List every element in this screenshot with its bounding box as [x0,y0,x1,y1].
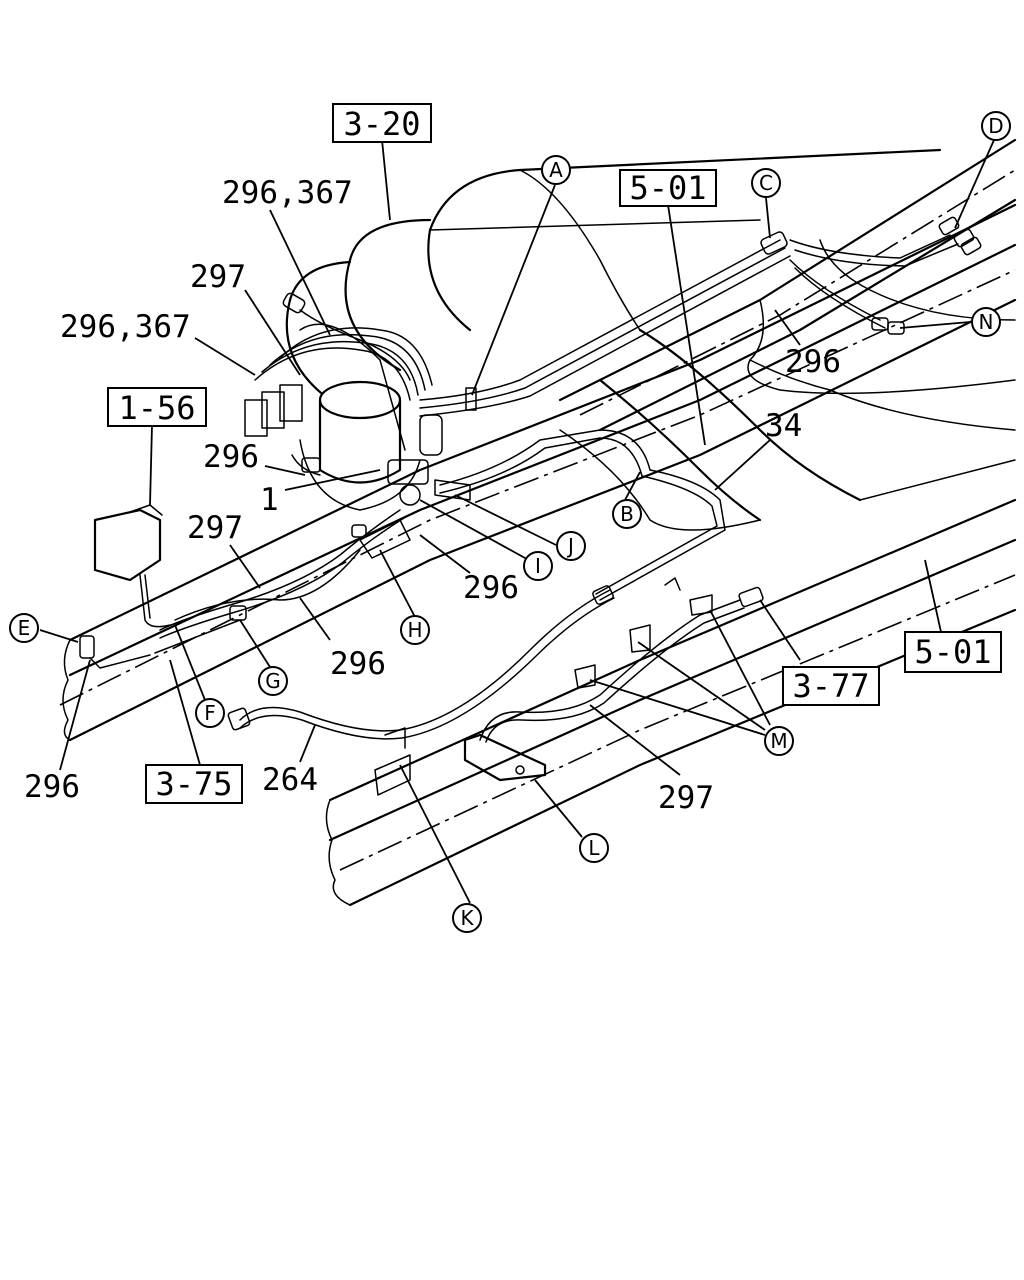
leader-lines [39,139,995,904]
part-label-297-left: 297 [187,510,243,546]
part-label-296-bottom-left: 296 [24,769,80,805]
part-label-296-367-top: 296,367 [222,175,353,211]
svg-text:M: M [770,729,787,753]
ref-box-5-01-top: 5-01 [619,169,717,207]
air-dryer-assembly [244,292,443,511]
svg-text:D: D [988,114,1003,138]
svg-text:F: F [204,701,216,725]
callout-g: G [258,666,288,696]
part-label-296-center: 296 [463,570,519,606]
ref-box-3-20: 3-20 [332,103,432,143]
part-label-264: 264 [262,762,318,798]
air-tanks [285,148,942,402]
svg-text:L: L [588,836,600,860]
callout-i: I [523,551,553,581]
callout-l: L [579,833,609,863]
svg-text:I: I [535,554,541,578]
svg-text:C: C [759,171,773,195]
svg-text:N: N [979,310,994,334]
svg-text:A: A [549,158,563,182]
svg-text:3-77: 3-77 [792,667,869,705]
part-label-296-lower: 296 [330,646,386,682]
ref-box-3-75: 3-75 [145,764,243,804]
callout-c: C [751,168,781,198]
callouts: A C D N B J I H E G F M L K [9,111,1011,933]
callout-h: H [400,615,430,645]
part-label-296-right: 296 [785,344,841,380]
ref-box-5-01-right: 5-01 [904,631,1002,673]
callout-k: K [452,903,482,933]
part-label-1: 1 [260,482,279,518]
ref-box-1-56: 1-56 [107,387,207,427]
frame-rails [59,138,1017,907]
part-label-297-bottom: 297 [658,780,714,816]
svg-text:G: G [265,669,281,693]
part-label-296-367-left: 296,367 [60,309,191,345]
svg-text:5-01: 5-01 [914,633,991,671]
callout-b: B [612,499,642,529]
svg-text:E: E [18,616,31,640]
callout-e: E [9,613,39,643]
part-labels: 296,367 297 296,367 296 34 296 1 297 296… [24,175,841,816]
svg-text:J: J [566,534,574,558]
svg-text:3-20: 3-20 [343,105,420,143]
part-label-34: 34 [765,408,802,444]
svg-text:3-75: 3-75 [155,765,232,803]
svg-text:H: H [407,618,422,642]
callout-a: A [541,155,571,185]
callout-m: M [764,726,794,756]
callout-j: J [556,531,586,561]
callout-n: N [971,307,1001,337]
svg-text:K: K [460,906,474,930]
part-label-296-dryer: 296 [203,439,259,475]
svg-text:B: B [620,502,634,526]
svg-text:1-56: 1-56 [118,389,195,427]
svg-text:5-01: 5-01 [629,169,706,207]
air-lines [79,216,982,796]
part-label-297-top: 297 [190,259,246,295]
callout-f: F [195,698,225,728]
reference-boxes: 3-20 5-01 1-56 5-01 3-77 3-75 [107,103,1002,804]
callout-d: D [981,111,1011,141]
ref-box-3-77: 3-77 [782,666,880,706]
